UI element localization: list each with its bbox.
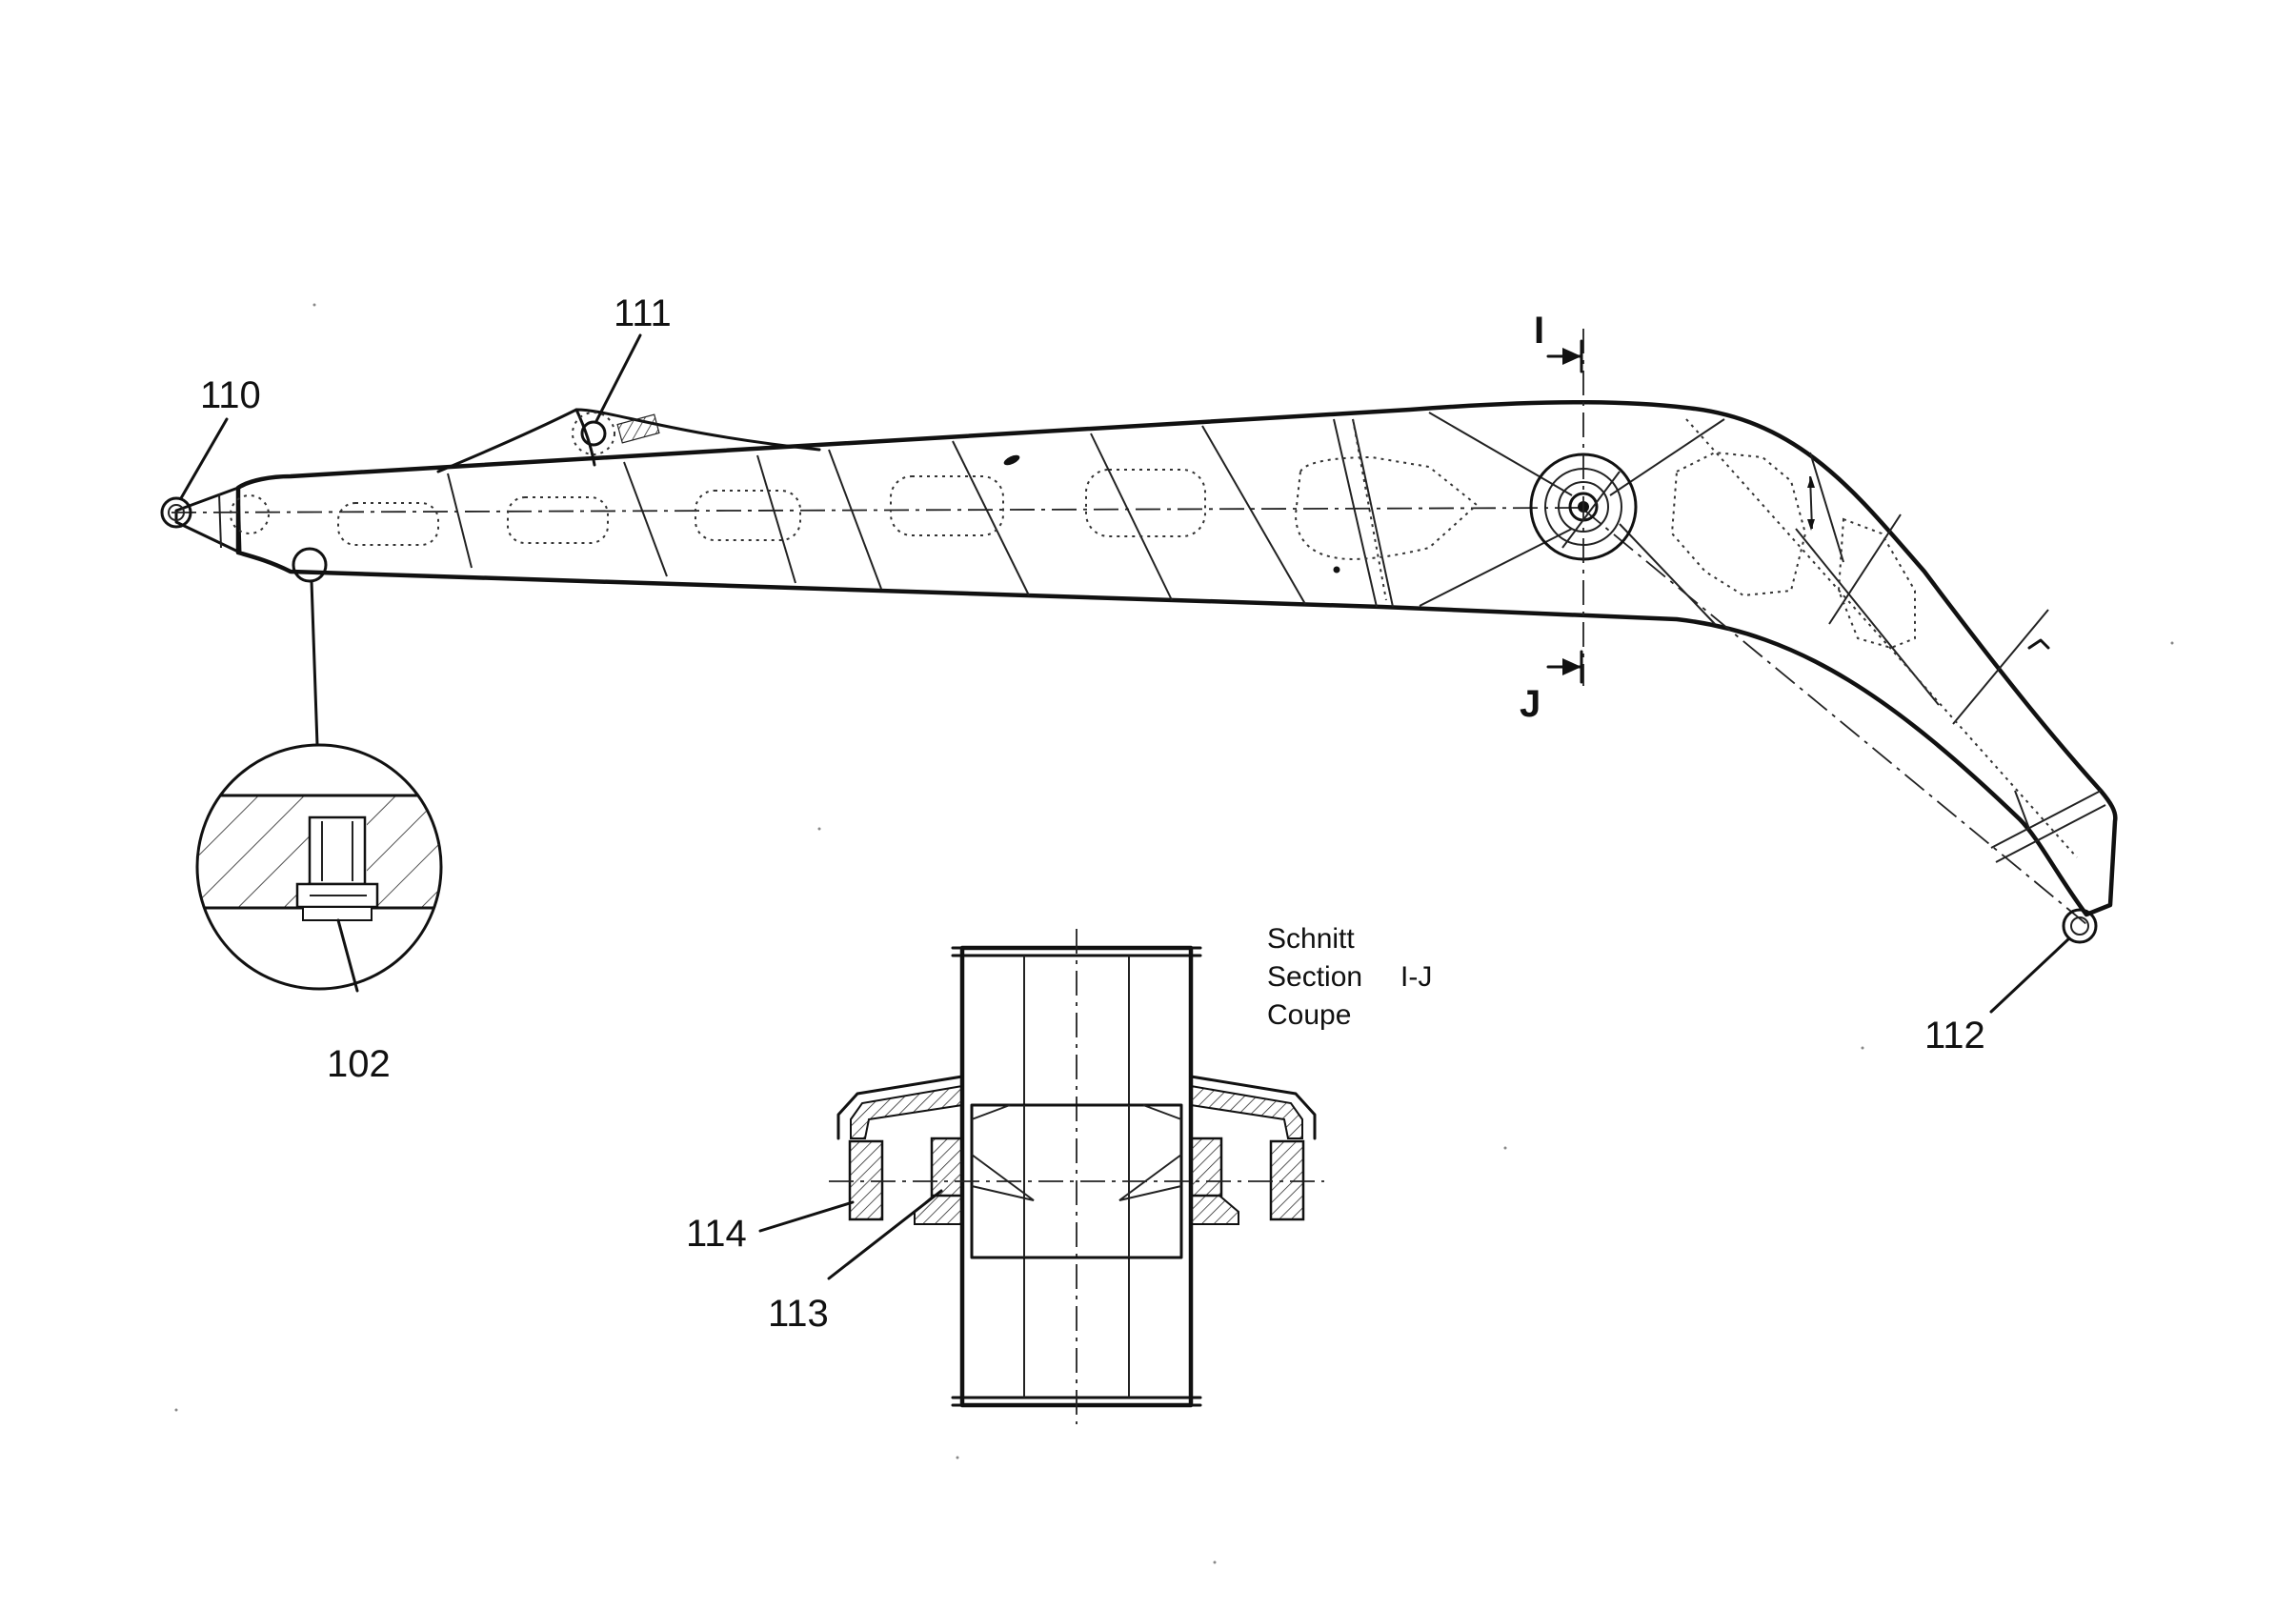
section-note: Schnitt Section I-J Coupe <box>1267 923 1432 1031</box>
lightening-holes <box>337 451 1916 650</box>
section-view-ij <box>758 929 1324 1424</box>
central-pivot <box>1529 329 1638 686</box>
detail-view-102 <box>195 743 443 993</box>
label-111: 111 <box>614 292 672 334</box>
label-102: 102 <box>327 1043 391 1085</box>
cut-mark-j: J <box>1520 683 1541 725</box>
boom-main-view <box>160 329 2118 944</box>
pin-hole-110 <box>160 494 270 534</box>
boom-nose <box>174 486 242 554</box>
section-note-line2: Section <box>1267 961 1362 993</box>
section-marks: I J <box>1520 310 1583 725</box>
section-note-line3: Coupe <box>1267 999 1351 1031</box>
top-bracket <box>436 408 821 473</box>
cut-mark-i: I <box>1534 310 1544 352</box>
section-note-line1: Schnitt <box>1267 923 1355 955</box>
callout-labels: 110 111 112 102 114 113 <box>179 292 2071 1335</box>
section-note-ij: I-J <box>1400 961 1432 993</box>
scan-specks <box>174 303 2174 1564</box>
boom-outline <box>235 400 2118 917</box>
detail-marker <box>292 547 328 583</box>
pin-hole-112 <box>2062 908 2098 944</box>
label-110: 110 <box>200 374 261 416</box>
label-114: 114 <box>686 1213 747 1255</box>
pin-hole-111 <box>572 412 660 455</box>
label-112: 112 <box>1924 1015 1985 1057</box>
label-113: 113 <box>768 1293 829 1335</box>
